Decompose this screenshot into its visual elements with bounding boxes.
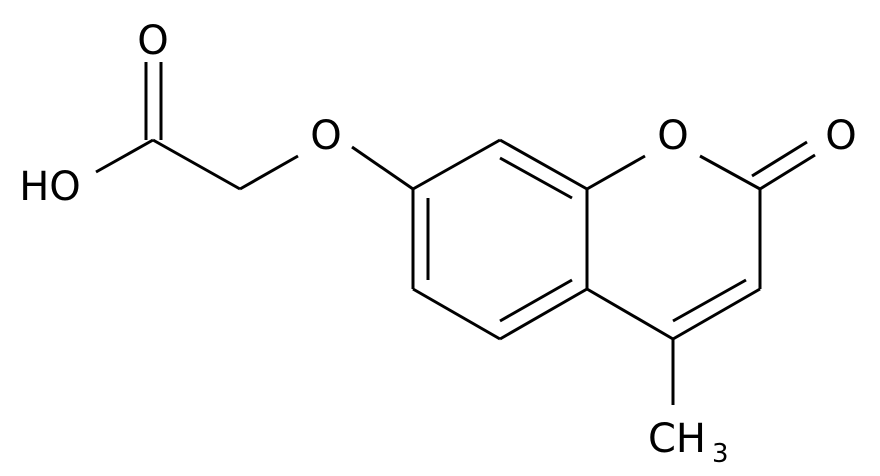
- bond-c4a-c5: [499, 287, 588, 341]
- atom-label-ring-oxygen: O: [657, 113, 688, 159]
- atom-label-methyl: CH: [648, 416, 706, 462]
- bond-c2-o-double-a: [759, 153, 816, 191]
- atom-label-carbonyl-oxygen: O: [137, 18, 168, 64]
- atom-label-lactone-oxygen: O: [825, 113, 856, 159]
- bond-c3-c4: [672, 287, 761, 341]
- bond-c-ch2: [152, 138, 241, 191]
- bond-c8a-o1: [586, 154, 646, 191]
- bond-c4a-c5-inner: [499, 278, 573, 323]
- bond-c-oh: [95, 138, 154, 174]
- bond-c2-o-double-b: [751, 140, 808, 178]
- atom-label-methyl-subscript: 3: [712, 439, 729, 469]
- bond-c4-c4a: [586, 287, 674, 341]
- bond-o-c7: [351, 145, 414, 191]
- bond-group: [95, 62, 816, 405]
- atom-label-ether-oxygen: O: [310, 113, 341, 159]
- bond-c8-c8a-inner: [499, 156, 573, 200]
- atom-label-hydroxyl: HO: [19, 164, 81, 210]
- bond-o1-c2: [699, 154, 761, 191]
- bond-ch2-o: [239, 154, 299, 191]
- bond-c8-c8a: [499, 138, 588, 191]
- bond-c7-c8: [412, 138, 501, 191]
- bond-c5-c6: [412, 287, 501, 341]
- bond-c3-c4-inner: [672, 278, 747, 323]
